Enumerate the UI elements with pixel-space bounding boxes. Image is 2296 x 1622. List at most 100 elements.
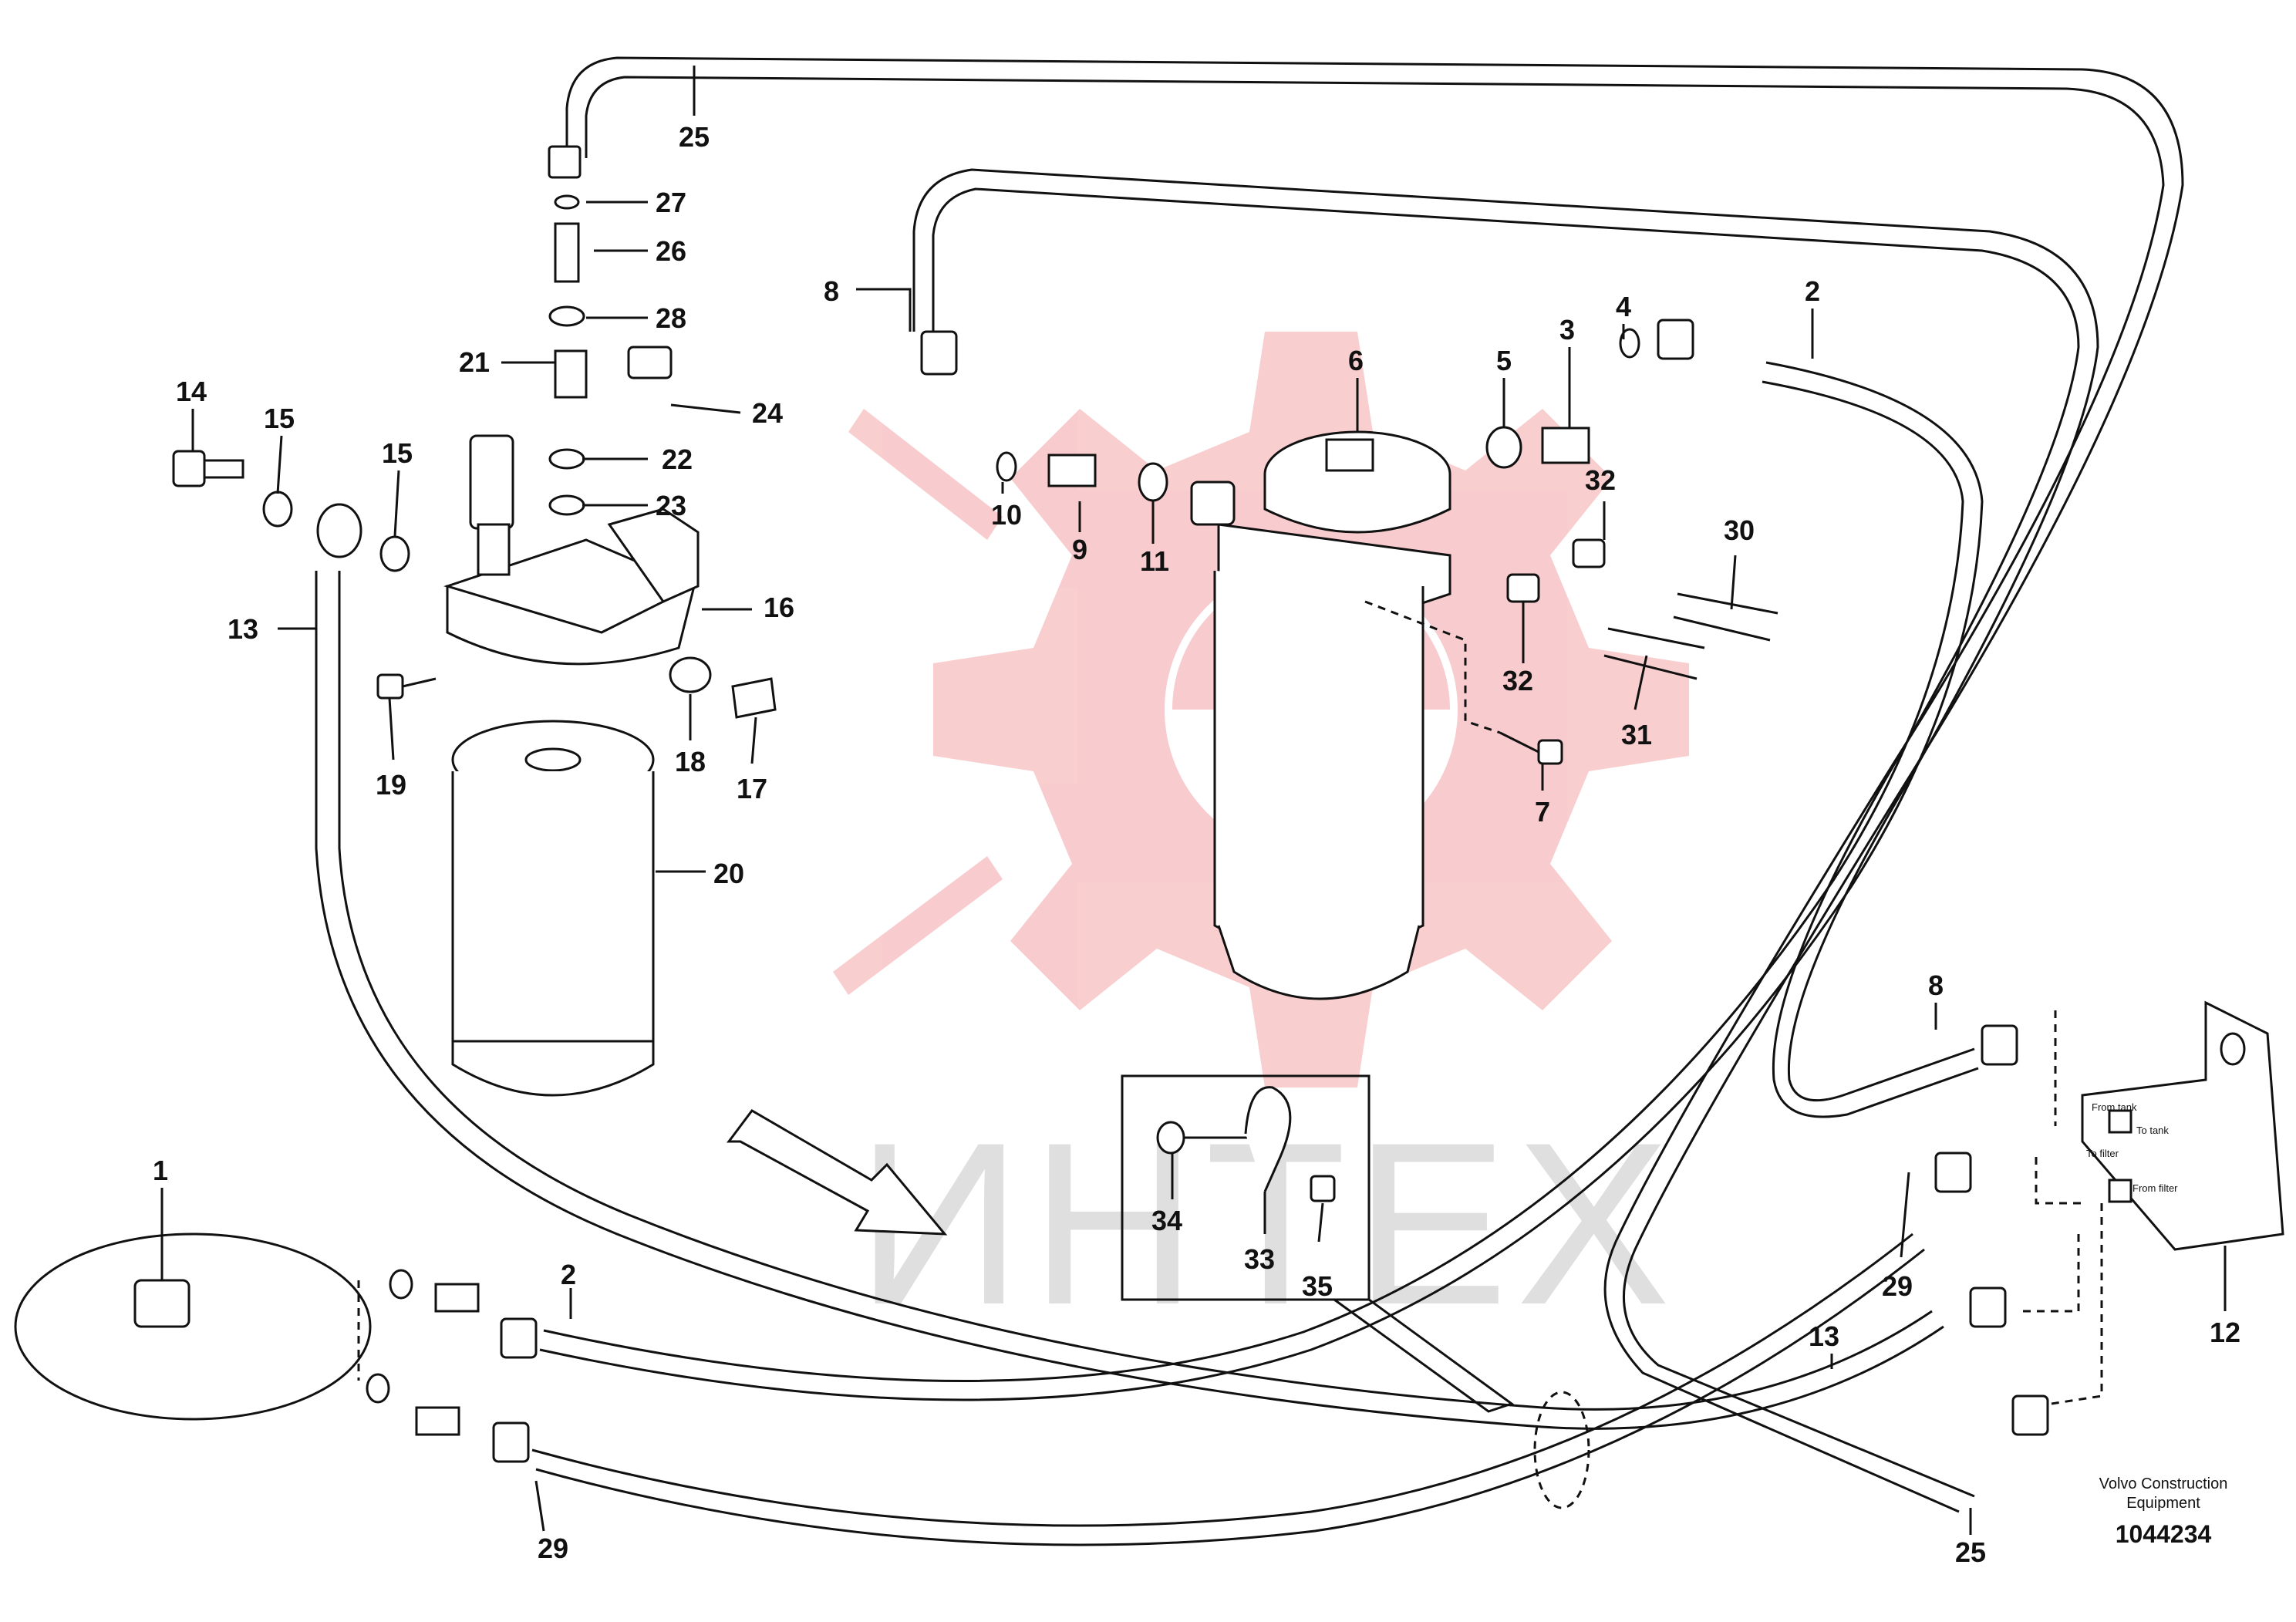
- callout-25: 25: [679, 121, 710, 153]
- callout-1: 1: [153, 1155, 168, 1186]
- separator-head-6: [1217, 430, 1451, 626]
- hose-2: [539, 361, 1984, 1401]
- bolt-7: [1499, 731, 1563, 765]
- elbow-fitting: [548, 145, 582, 179]
- callout-29: 29: [538, 1533, 568, 1564]
- leader-lines: [160, 66, 2227, 1535]
- hose-13: [315, 571, 1944, 1430]
- callout-6: 6: [1348, 345, 1364, 376]
- direction-arrow: [727, 1109, 948, 1236]
- bracket-label-from-filter: From filter: [2132, 1182, 2178, 1194]
- sensor-24: [627, 346, 673, 379]
- detail-inset: [1121, 1074, 1590, 1509]
- washer-28: [548, 305, 585, 327]
- banjo-13: [316, 503, 362, 558]
- washer-11: [1138, 462, 1168, 502]
- bracket-label-to-tank: To tank: [2136, 1125, 2169, 1136]
- callout-15: 15: [382, 437, 413, 469]
- callout-4: 4: [1616, 291, 1631, 322]
- callout-2: 2: [1805, 275, 1820, 307]
- nut-8: [920, 330, 958, 376]
- credit-line1: Volvo Construction: [2099, 1475, 2228, 1492]
- nut-bracket-29: [1934, 1152, 1972, 1193]
- callout-18: 18: [675, 746, 706, 777]
- callout-24: 24: [752, 397, 783, 429]
- bolt-19: [376, 673, 437, 700]
- nut-2-lower: [500, 1317, 538, 1359]
- callout-32: 32: [1502, 665, 1533, 696]
- tank-sender-1: [14, 1233, 538, 1463]
- callout-14: 14: [176, 376, 207, 407]
- filter-head-16: [443, 508, 700, 666]
- callout-28: 28: [656, 302, 686, 334]
- hose-8: [912, 168, 2099, 1118]
- nut-29-lower: [492, 1421, 530, 1463]
- callout-11: 11: [1140, 545, 1169, 577]
- callout-16: 16: [764, 592, 794, 623]
- oring-27: [554, 194, 580, 210]
- callout-12: 12: [2210, 1317, 2240, 1348]
- callout-25: 25: [1955, 1536, 1986, 1568]
- callout-35: 35: [1302, 1270, 1333, 1302]
- callout-15: 15: [264, 403, 295, 434]
- tee-21: [554, 349, 588, 399]
- separator-bowl: [1213, 571, 1424, 1000]
- callout-9: 9: [1072, 534, 1087, 565]
- hose-25: [565, 56, 2184, 1513]
- adapter-26: [554, 222, 580, 283]
- bracket-label-to-filter: To filter: [2086, 1148, 2119, 1159]
- bolt-34: [1156, 1121, 1249, 1155]
- callout-23: 23: [656, 490, 686, 521]
- washer-18: [669, 656, 712, 693]
- adapter-sender-a: [434, 1283, 480, 1313]
- callout-21: 21: [459, 346, 490, 378]
- clamp-32b: [1506, 573, 1540, 603]
- oring-10: [996, 451, 1017, 482]
- credit-line2: Equipment: [2126, 1495, 2200, 1512]
- washer-sender-a: [389, 1269, 413, 1300]
- callout-29: 29: [1882, 1270, 1913, 1302]
- callout-7: 7: [1535, 796, 1550, 828]
- credit-block: Volvo Construction Equipment 1044234: [2099, 1475, 2228, 1548]
- callout-5: 5: [1496, 345, 1512, 376]
- adapter-9: [1047, 454, 1097, 487]
- nut-bracket-8: [1981, 1024, 2018, 1066]
- primer-pump: [469, 434, 514, 576]
- callout-27: 27: [656, 187, 686, 218]
- washer-15a: [262, 491, 293, 528]
- callout-32: 32: [1585, 464, 1616, 496]
- hose-29: [531, 1233, 1925, 1546]
- callout-8: 8: [1928, 969, 1944, 1001]
- clamp-32a: [1572, 538, 1606, 568]
- bracket-12: From tank To tank To filter From filter: [1934, 1000, 2284, 1436]
- plug-17: [731, 677, 777, 719]
- callout-labels: 1 2 2 3 4 5 6 7 8 8 9 10 11 12 13 13 14 …: [153, 121, 2240, 1568]
- oring-4: [1619, 328, 1640, 359]
- nut-bracket-25: [2011, 1394, 2049, 1436]
- washer-23: [548, 494, 585, 516]
- callout-31: 31: [1621, 719, 1652, 750]
- nut-2: [1657, 319, 1694, 360]
- bracket-label-from-tank: From tank: [2092, 1101, 2137, 1113]
- callout-2: 2: [561, 1259, 576, 1290]
- callout-34: 34: [1151, 1205, 1182, 1236]
- nut-bracket-13: [1969, 1286, 2007, 1328]
- left-filter-assembly: [172, 434, 777, 1097]
- callout-8: 8: [824, 275, 839, 307]
- washer-22: [548, 448, 585, 470]
- callout-33: 33: [1244, 1243, 1275, 1275]
- callout-19: 19: [376, 769, 406, 801]
- callout-26: 26: [656, 235, 686, 267]
- callout-10: 10: [991, 499, 1022, 531]
- adapter-3: [1541, 427, 1590, 464]
- washer-15b: [379, 535, 410, 572]
- water-separator-assembly: [920, 319, 1694, 1000]
- callout-22: 22: [662, 443, 693, 475]
- callout-3: 3: [1559, 314, 1575, 346]
- callout-13: 13: [228, 613, 258, 645]
- bolt-14: [172, 450, 244, 487]
- adapter-sender-b: [415, 1406, 460, 1436]
- washer-sender-b: [366, 1373, 390, 1404]
- callout-30: 30: [1724, 514, 1755, 546]
